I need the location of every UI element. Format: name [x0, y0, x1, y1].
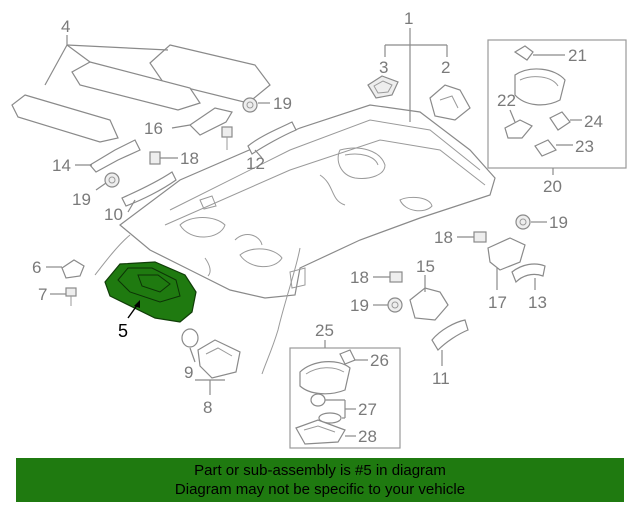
part-4-pads [11, 35, 271, 143]
part-3-cover [367, 75, 399, 99]
part-18-bolt-left [149, 151, 178, 165]
part-18-bolt-right [457, 231, 487, 243]
part-13-grip-handle [511, 263, 546, 290]
callout-7: 7 [38, 285, 47, 304]
callout-18-b: 18 [434, 228, 453, 247]
part-19-clip-mid [373, 297, 403, 313]
part-12-grip-handle [247, 121, 297, 159]
callout-19-b: 19 [72, 190, 91, 209]
callout-10: 10 [104, 205, 123, 224]
callout-21: 21 [568, 46, 587, 65]
callout-8: 8 [203, 398, 212, 417]
callout-1: 1 [404, 9, 413, 28]
part-5-sun-visor [104, 261, 197, 323]
part-19-clip-left [95, 172, 120, 191]
box-20-overhead-console [487, 39, 627, 175]
part-6-clip [46, 259, 85, 279]
callout-12: 12 [246, 154, 265, 173]
callout-16: 16 [144, 119, 163, 138]
callout-26: 26 [370, 351, 389, 370]
part-10-grip-handle [121, 171, 177, 213]
callout-24: 24 [584, 112, 603, 131]
info-banner: Part or sub-assembly is #5 in diagram Di… [16, 458, 624, 502]
callout-6: 6 [32, 258, 41, 277]
callout-23: 23 [575, 137, 594, 156]
callout-11: 11 [432, 369, 450, 388]
headliner-part-1 [94, 104, 496, 375]
part-7-screw [50, 287, 77, 306]
part-14-bracket [75, 139, 141, 173]
callout-4: 4 [61, 17, 70, 36]
callout-19-a: 19 [273, 94, 292, 113]
banner-line-2: Diagram may not be specific to your vehi… [174, 481, 466, 498]
part-16-bracket [171, 107, 233, 136]
part-11-grip-handle [431, 319, 469, 366]
callout-5: 5 [118, 321, 128, 341]
part-18-bolt-mid [373, 271, 403, 283]
callout-13: 13 [528, 293, 547, 312]
callout-19-c: 19 [549, 213, 568, 232]
callout-19-d: 19 [350, 296, 369, 315]
parts-diagram: 1 2 3 4 5 6 7 8 9 10 11 12 13 14 15 16 1… [11, 9, 627, 449]
callout-18-a: 18 [180, 149, 199, 168]
callout-28: 28 [358, 427, 377, 446]
part-19-clip-top [242, 97, 270, 113]
part-2-bracket [429, 84, 471, 121]
callout-27: 27 [358, 400, 377, 419]
part-19-clip-right [515, 214, 547, 230]
callout-22: 22 [497, 91, 516, 110]
part-8-vanity-lamp [195, 339, 241, 395]
part-18-bolt [221, 126, 233, 150]
sun-visor-highlight [104, 261, 197, 323]
callout-18-c: 18 [350, 268, 369, 287]
callout-14: 14 [52, 156, 71, 175]
callout-25: 25 [315, 321, 334, 340]
callout-9: 9 [184, 363, 193, 382]
part-17-bracket [487, 237, 526, 290]
callout-3: 3 [379, 58, 388, 77]
part-15-bracket [409, 275, 449, 321]
callout-20: 20 [543, 177, 562, 196]
part-9-bulb [181, 328, 199, 363]
box-25-map-lamp [289, 340, 401, 449]
callout-15: 15 [416, 257, 435, 276]
callout-17: 17 [488, 293, 507, 312]
callout-2: 2 [441, 58, 450, 77]
banner-line-1: Part or sub-assembly is #5 in diagram [194, 462, 446, 479]
